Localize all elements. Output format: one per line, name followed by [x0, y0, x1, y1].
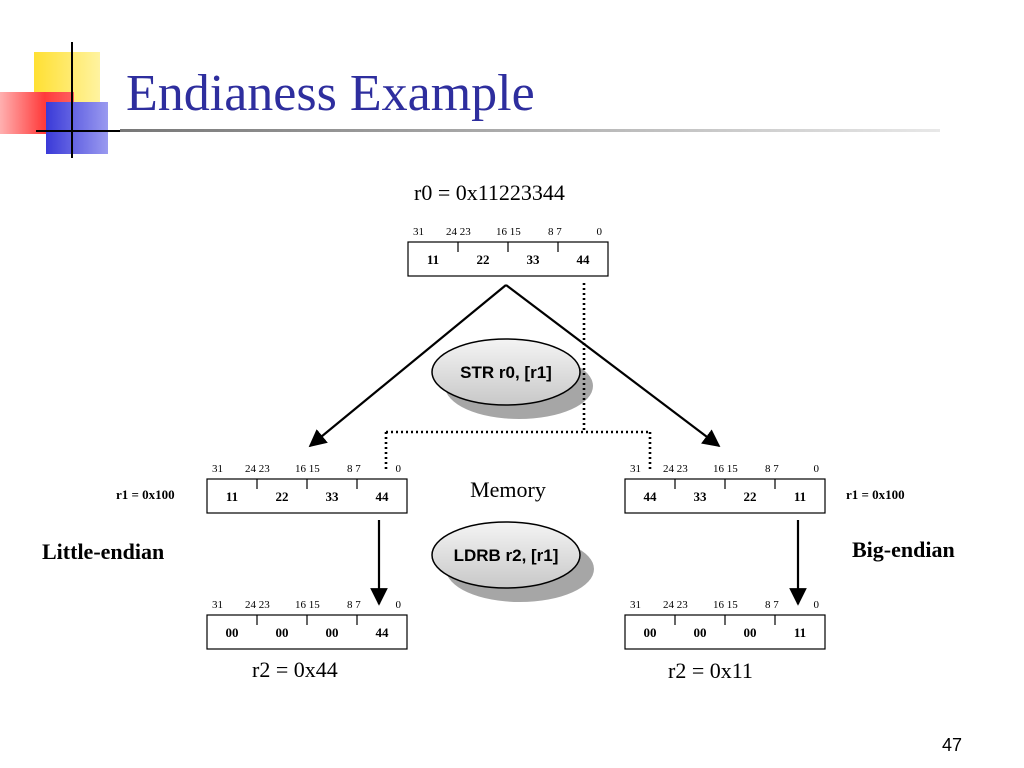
slide-decoration: [0, 42, 940, 158]
big-endian-result-bit-label: 8 7: [765, 599, 779, 611]
r0-byte: 11: [427, 252, 439, 267]
big-endian-memory-bit-label: 0: [814, 463, 820, 475]
slide-title: Endianess Example: [126, 65, 535, 122]
little-endian-memory-byte: 44: [376, 489, 390, 504]
little-endian-result-byte: 00: [276, 625, 289, 640]
big-endian-memory-bit-label: 31: [630, 463, 641, 475]
little-endian-result-bit-label: 24 23: [245, 599, 270, 611]
store-instruction-ellipse: [431, 338, 581, 406]
arrow-to-little-endian: [308, 284, 507, 448]
big-endian-result-bit-label: 16 15: [713, 599, 738, 611]
memory-label: Memory: [470, 477, 546, 502]
big-endian-result-bit-label: 0: [814, 599, 820, 611]
little-endian-memory-word: 31 24 23 16 15 8 7 0 11 22 33 44: [206, 463, 408, 514]
little-endian-memory-byte: 33: [326, 489, 340, 504]
big-endian-result-bit-label: 24 23: [663, 599, 688, 611]
decoration-blue-square: [46, 102, 108, 154]
r0-byte: 33: [527, 252, 541, 267]
r0-bit-label: 24 23: [446, 226, 471, 238]
big-endian-memory-byte: 44: [644, 489, 658, 504]
little-endian-label: Little-endian: [42, 539, 164, 564]
title-rule: [120, 129, 940, 132]
memory-connector: [384, 283, 652, 470]
little-endian-result-bit-label: 31: [212, 599, 223, 611]
big-endian-result-byte: 11: [794, 625, 806, 640]
big-endian-result-byte: 00: [694, 625, 707, 640]
big-endian-address: r1 = 0x100: [846, 487, 905, 502]
little-endian-memory-bit-label: 31: [212, 463, 223, 475]
r0-bit-label: 16 15: [496, 226, 521, 238]
big-endian-result-byte: 00: [644, 625, 657, 640]
little-endian-memory-byte: 22: [276, 489, 289, 504]
big-endian-result-caption: r2 = 0x11: [668, 658, 753, 683]
big-endian-memory-word: 31 24 23 16 15 8 7 0 44 33 22 11: [624, 463, 826, 514]
little-endian-result-byte: 00: [326, 625, 339, 640]
r0-byte: 44: [577, 252, 591, 267]
little-endian-result-bit-label: 0: [396, 599, 402, 611]
big-endian-memory-byte: 33: [694, 489, 708, 504]
little-endian-result-box: [206, 614, 408, 650]
store-instruction: STR r0, [r1]: [431, 338, 593, 419]
page-number: 47: [942, 735, 962, 755]
big-endian-memory-bit-label: 16 15: [713, 463, 738, 475]
little-endian-result-caption: r2 = 0x44: [252, 657, 338, 682]
load-instruction: LDRB r2, [r1]: [431, 521, 594, 602]
little-endian-memory-bit-label: 0: [396, 463, 402, 475]
big-endian-result-bit-label: 31: [630, 599, 641, 611]
big-endian-memory-bit-label: 24 23: [663, 463, 688, 475]
r0-byte: 22: [477, 252, 490, 267]
little-endian-address: r1 = 0x100: [116, 487, 175, 502]
r0-bit-label: 0: [597, 226, 603, 238]
little-endian-memory-bit-label: 16 15: [295, 463, 320, 475]
store-instruction-text: STR r0, [r1]: [460, 363, 552, 382]
little-endian-result-byte: 00: [226, 625, 239, 640]
load-instruction-ellipse: [431, 521, 581, 589]
r0-bit-label: 8 7: [548, 226, 562, 238]
r0-caption: r0 = 0x11223344: [414, 180, 565, 205]
little-endian-result-bit-label: 8 7: [347, 599, 361, 611]
big-endian-memory-byte: 22: [744, 489, 757, 504]
big-endian-memory-bit-label: 8 7: [765, 463, 779, 475]
little-endian-memory-byte: 11: [226, 489, 238, 504]
little-endian-memory-bit-label: 24 23: [245, 463, 270, 475]
big-endian-memory-byte: 11: [794, 489, 806, 504]
little-endian-result-bit-label: 16 15: [295, 599, 320, 611]
little-endian-memory-bit-label: 8 7: [347, 463, 361, 475]
load-instruction-text: LDRB r2, [r1]: [454, 546, 559, 565]
r0-bit-label: 31: [413, 226, 424, 238]
little-endian-result-byte: 44: [376, 625, 390, 640]
register-r0: 31 24 23 16 15 8 7 0 11 22 33 44: [407, 226, 609, 277]
big-endian-label: Big-endian: [852, 537, 955, 562]
big-endian-result-byte: 00: [744, 625, 757, 640]
arrow-to-big-endian: [505, 284, 721, 448]
